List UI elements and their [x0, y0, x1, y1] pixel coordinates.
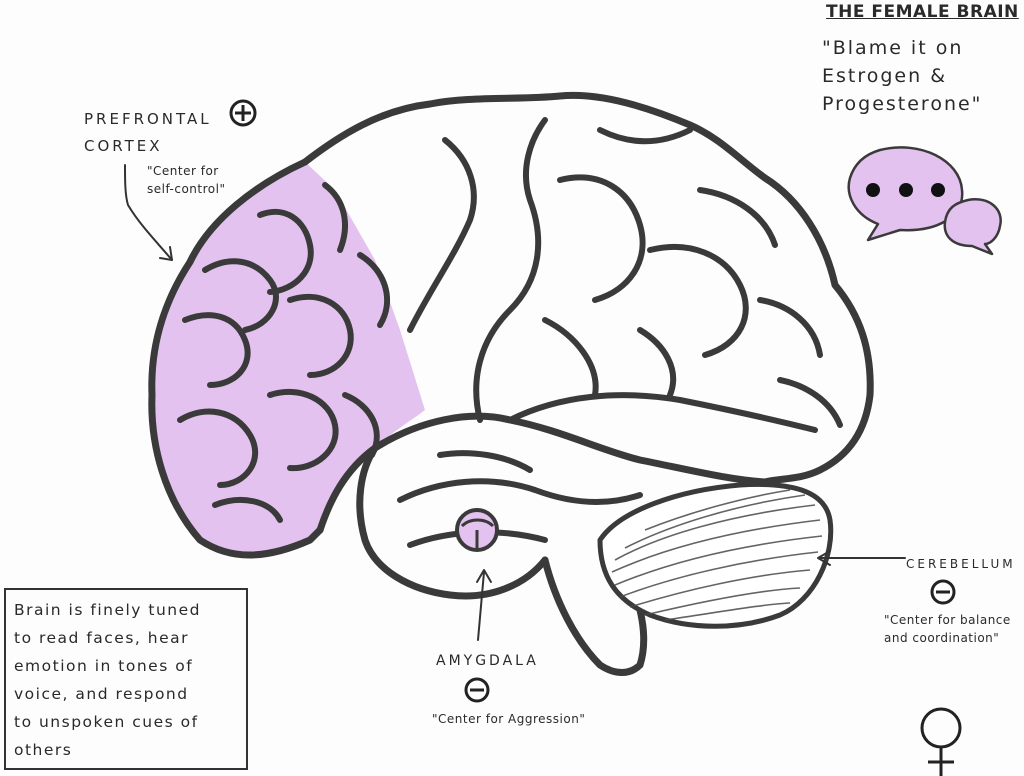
minus-circle-icon — [930, 579, 956, 605]
amygdala-arrowhead — [476, 569, 492, 583]
diagram-title: THE FEMALE BRAIN — [826, 2, 1019, 22]
cerebellum-folia — [611, 489, 823, 621]
amygdala-arrow — [477, 571, 485, 641]
plus-circle-icon — [229, 99, 257, 127]
amygdala-marker — [455, 508, 499, 552]
minus-circle-icon — [464, 677, 490, 703]
female-symbol-icon — [920, 707, 962, 776]
amygdala-label: AMYGDALA — [436, 653, 539, 669]
cerebellum-label: CEREBELLUM — [906, 557, 1016, 571]
amygdala-description: "Center for Aggression" — [432, 712, 586, 726]
prefrontal-cortex-description: "Center for self-control" — [147, 164, 226, 196]
note-text: Brain is finely tuned to read faces, hea… — [14, 601, 201, 759]
diagram-subtitle: "Blame it on Estrogen & Progesterone" — [822, 37, 983, 115]
cerebellum-description: "Center for balance and coordination" — [884, 613, 1011, 645]
brain-outline — [148, 91, 874, 676]
note-box: Brain is finely tuned to read faces, hea… — [4, 588, 248, 770]
prefrontal-arrow — [124, 164, 173, 261]
annotation-arrows — [124, 164, 906, 641]
prefrontal-highlight — [151, 162, 425, 555]
speech-bubbles-icon — [847, 146, 1002, 256]
prefrontal-arrowhead — [159, 246, 173, 261]
prefrontal-cortex-label: PREFRONTAL CORTEX — [84, 110, 212, 155]
cerebellum-arrowhead — [817, 550, 831, 566]
